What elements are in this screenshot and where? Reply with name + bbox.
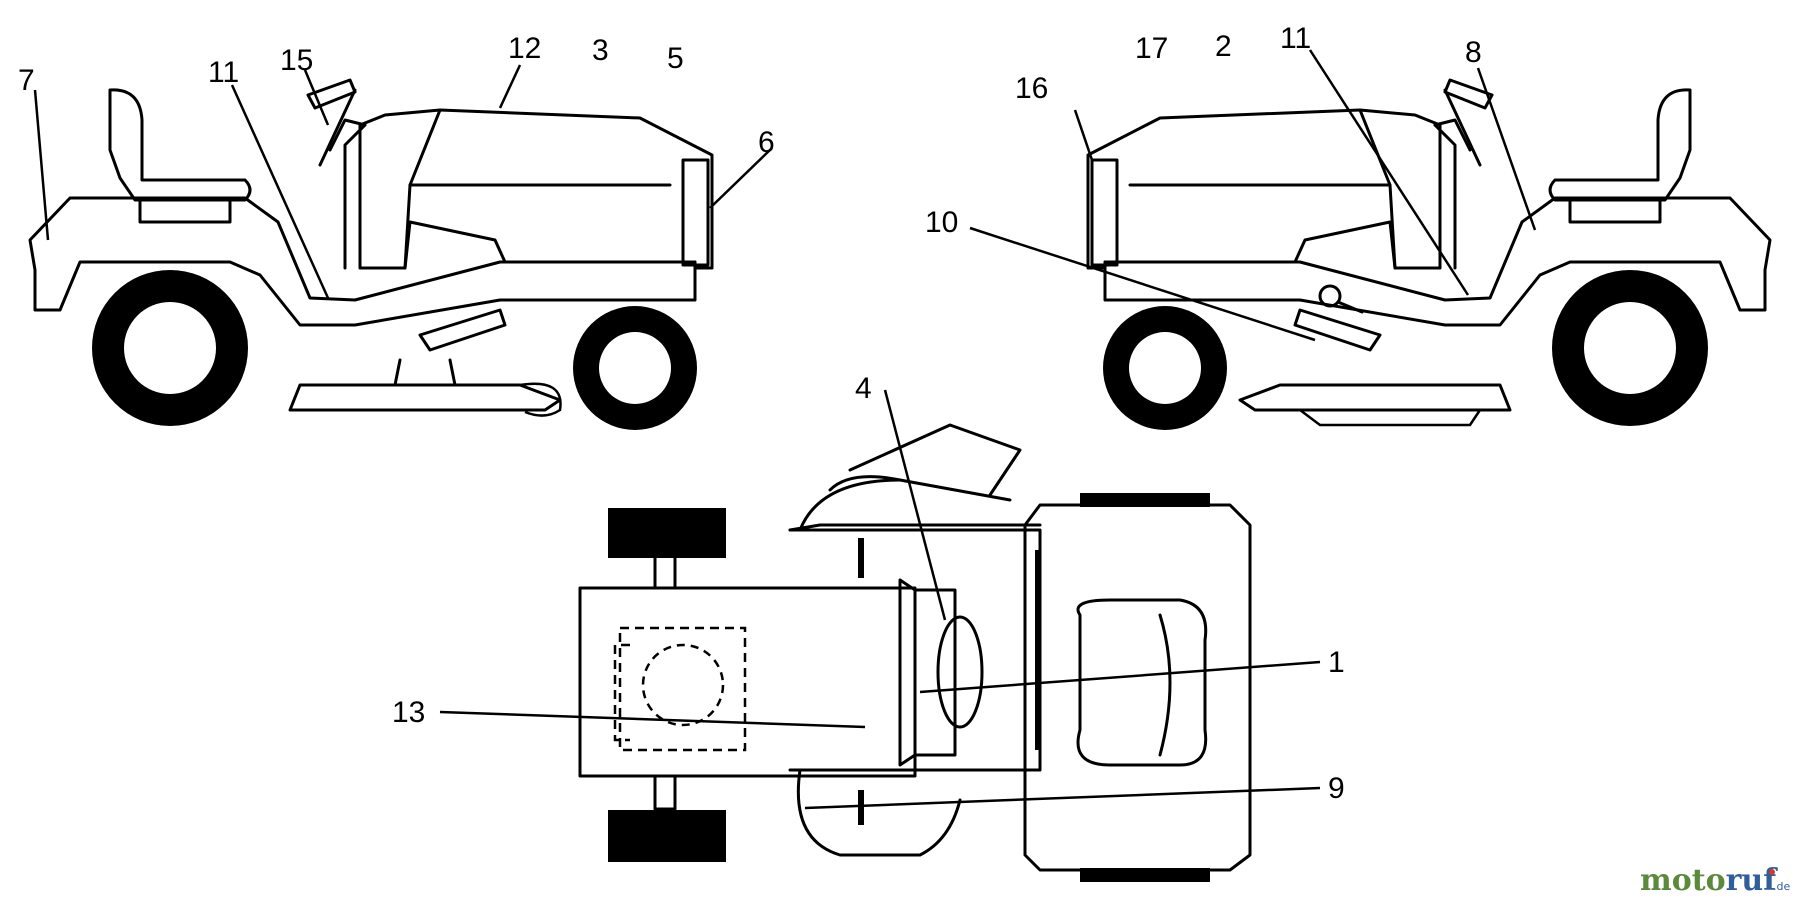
callout-10: 10	[925, 206, 958, 239]
callout-11-left: 11	[208, 56, 239, 89]
left-seat	[108, 88, 252, 202]
right-seat	[1548, 88, 1692, 202]
callout-7: 7	[18, 64, 35, 97]
right-hood	[1086, 108, 1442, 270]
watermark-suffix: .de	[1773, 880, 1790, 893]
tractor-top-view	[578, 423, 1252, 882]
left-seat-base	[138, 198, 232, 224]
watermark-dot-icon	[1769, 869, 1775, 875]
tractor-side-view-left	[28, 78, 714, 430]
top-hood	[578, 586, 917, 778]
top-front-wheel-lower	[608, 810, 726, 862]
top-mower-deck-side	[796, 768, 962, 857]
left-grille	[681, 158, 710, 267]
callout-16: 16	[1015, 72, 1048, 105]
callout-17: 17	[1135, 32, 1168, 65]
callout-8: 8	[1465, 36, 1482, 69]
motoruf-watermark-logo: motoruf .de	[1640, 863, 1790, 898]
right-seat-base	[1568, 198, 1662, 224]
right-mower-deck	[1238, 383, 1512, 412]
leader-lines	[33, 49, 1537, 810]
callout-6: 6	[758, 126, 775, 159]
top-seat	[1076, 598, 1208, 767]
watermark-part-2: ruf	[1726, 863, 1779, 898]
callout-labels: 7 11 15 12 3 5 6 16 17 2 11 8 10 4 1 13 …	[18, 22, 1482, 805]
top-discharge-chute	[848, 423, 1022, 497]
watermark-part-1: moto	[1640, 863, 1726, 898]
callout-2: 2	[1215, 30, 1232, 63]
left-mower-deck	[288, 383, 562, 412]
callout-13: 13	[392, 696, 425, 729]
top-front-wheel-upper	[608, 508, 726, 558]
callout-15: 15	[280, 44, 313, 77]
callout-11-right: 11	[1280, 22, 1311, 55]
callout-12: 12	[508, 32, 541, 65]
callout-1: 1	[1328, 646, 1345, 679]
callout-4: 4	[855, 372, 872, 405]
top-rear-body	[1023, 503, 1252, 872]
callout-5: 5	[667, 42, 684, 75]
callout-9: 9	[1328, 772, 1345, 805]
callout-3: 3	[592, 34, 609, 67]
top-steering-wheel	[936, 615, 984, 729]
svg-text:motoruf: motoruf	[1640, 863, 1778, 898]
tractor-side-view-right	[1086, 78, 1772, 430]
left-hood	[358, 108, 714, 270]
right-grille	[1090, 158, 1119, 267]
